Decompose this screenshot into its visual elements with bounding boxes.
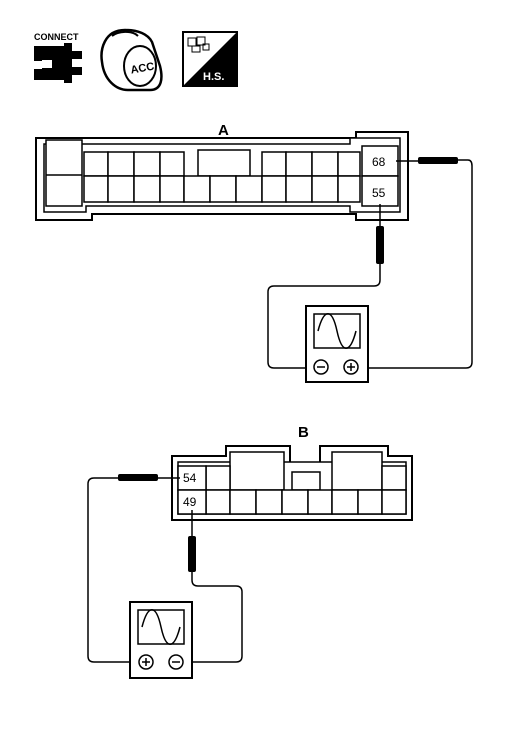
- pin-68-label: 68: [372, 155, 386, 169]
- connector-a-label: A: [218, 122, 229, 139]
- acc-label: ACC: [130, 61, 156, 77]
- acc-key-icon: ACC: [100, 28, 163, 92]
- oscilloscope-b: [129, 601, 193, 679]
- probe-b-positive: [87, 474, 180, 663]
- pin-54-label: 54: [183, 471, 197, 485]
- oscilloscope-a: [305, 305, 369, 383]
- sine-wave-icon: [141, 609, 181, 645]
- connector-a: A 68 55: [35, 122, 409, 221]
- probe-a-positive: [356, 157, 473, 369]
- connector-b: B 54 49: [171, 424, 413, 521]
- probe-a-negative: [267, 204, 384, 369]
- hs-tester-icon: H.S.: [182, 31, 238, 87]
- pin-55-cell: [361, 175, 399, 207]
- connector-b-label: B: [298, 424, 309, 441]
- connect-icon: CONNECT: [34, 32, 82, 83]
- pin-49-label: 49: [183, 495, 197, 509]
- probe-b-negative: [184, 510, 243, 663]
- hs-label: H.S.: [203, 71, 224, 83]
- pin-55-label: 55: [372, 186, 386, 200]
- sine-wave-icon: [317, 313, 357, 349]
- connect-label: CONNECT: [34, 32, 79, 42]
